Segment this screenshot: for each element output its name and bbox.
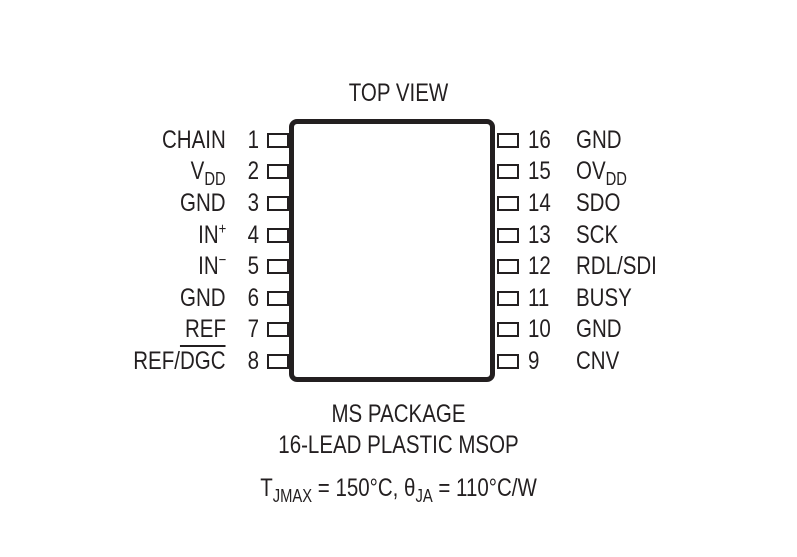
- thermal-spec: TJMAX = 150°C, θJA = 110°C/W: [260, 474, 537, 506]
- pin-6-name: GND: [180, 284, 226, 312]
- chip-body: [289, 119, 495, 382]
- pin-7-lead: [267, 322, 289, 337]
- pin-13-lead: [497, 228, 519, 243]
- pin-14-lead: [497, 196, 519, 211]
- pin-11-number: 11: [528, 284, 550, 312]
- pin-2-name: VDD: [190, 157, 226, 189]
- pin-2-lead: [267, 164, 289, 179]
- pin-4-number: 4: [247, 221, 259, 249]
- pin-14-number: 14: [528, 189, 551, 217]
- pin-4-lead: [267, 228, 289, 243]
- pin-3-lead: [267, 196, 289, 211]
- pin-7-name: REF: [185, 315, 226, 343]
- pin-12-name: RDL/SDI: [576, 252, 657, 280]
- pin-8-lead: [267, 354, 289, 369]
- pin-1-lead: [267, 133, 289, 148]
- pin-11-lead: [497, 291, 519, 306]
- pin-9-number: 9: [528, 347, 540, 375]
- pin-15-number: 15: [528, 157, 551, 185]
- pin-9-name: CNV: [576, 347, 620, 375]
- pin-1-name: CHAIN: [162, 126, 226, 154]
- pin-3-name: GND: [180, 189, 226, 217]
- pin-5-lead: [267, 259, 289, 274]
- package-description: 16-LEAD PLASTIC MSOP: [278, 431, 519, 459]
- pin-15-name: OVDD: [576, 157, 627, 189]
- pin-16-number: 16: [528, 126, 551, 154]
- pin-5-name: IN−: [197, 252, 226, 280]
- pin-13-number: 13: [528, 221, 551, 249]
- pin-5-number: 5: [247, 252, 259, 280]
- pin-16-lead: [497, 133, 519, 148]
- pin-10-lead: [497, 322, 519, 337]
- pin-8-name: REF/DGC: [133, 347, 226, 375]
- pin-8-number: 8: [247, 347, 259, 375]
- pin-10-name: GND: [576, 315, 622, 343]
- pin-1-number: 1: [247, 126, 259, 154]
- pin-6-number: 6: [247, 284, 259, 312]
- pin-2-number: 2: [247, 157, 259, 185]
- pin-11-name: BUSY: [576, 284, 632, 312]
- pin-3-number: 3: [247, 189, 259, 217]
- pin-10-number: 10: [528, 315, 551, 343]
- pin-4-name: IN+: [197, 221, 226, 249]
- pin-13-name: SCK: [576, 221, 619, 249]
- pin-16-name: GND: [576, 126, 622, 154]
- pin-6-lead: [267, 291, 289, 306]
- pin-7-number: 7: [247, 315, 259, 343]
- pin-15-lead: [497, 164, 519, 179]
- top-view-label: TOP VIEW: [348, 79, 449, 107]
- pin-14-name: SDO: [576, 189, 621, 217]
- pin-12-number: 12: [528, 252, 551, 280]
- package-name: MS PACKAGE: [331, 400, 466, 428]
- pin-12-lead: [497, 259, 519, 274]
- pin-9-lead: [497, 354, 519, 369]
